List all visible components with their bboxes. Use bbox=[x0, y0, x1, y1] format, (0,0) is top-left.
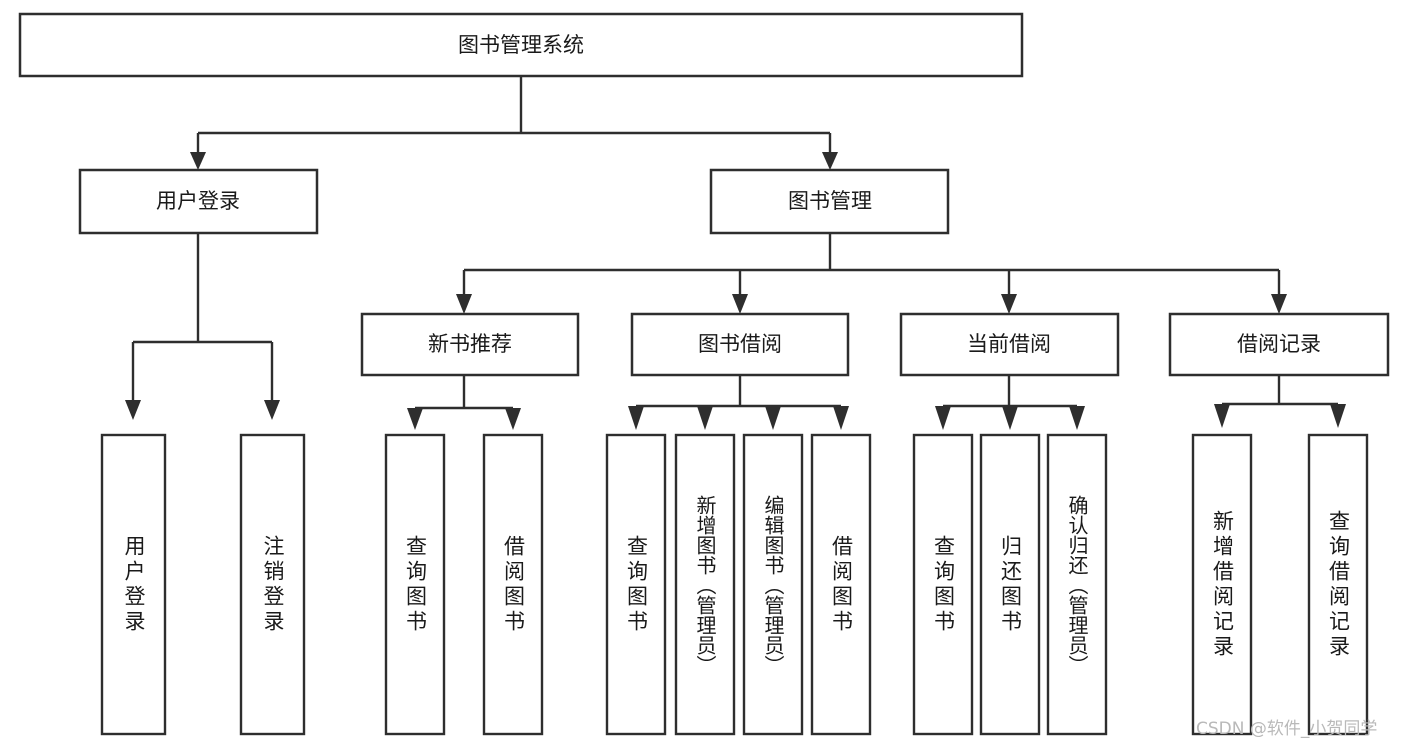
arrow-br-leaf2 bbox=[1330, 404, 1346, 428]
leaf-nb-query-book[interactable] bbox=[384, 433, 446, 736]
arrow-to-current-borrow bbox=[1001, 294, 1017, 314]
leaf-bb-borrow-book[interactable] bbox=[810, 433, 872, 736]
leaf-nb-borrow-book[interactable] bbox=[482, 433, 544, 736]
leaf-bb-add-book-admin[interactable] bbox=[674, 433, 736, 736]
arrow-nb-leaf2 bbox=[505, 408, 521, 430]
arrow-to-book-manage bbox=[822, 152, 838, 170]
node-borrow-record[interactable] bbox=[1168, 312, 1390, 377]
arrow-cb-leaf2 bbox=[1002, 406, 1018, 430]
arrow-br-leaf1 bbox=[1214, 404, 1230, 428]
node-book-manage-label: 图书管理 bbox=[788, 189, 872, 213]
edge-layer bbox=[125, 76, 1346, 430]
arrow-cb-leaf3 bbox=[1069, 406, 1085, 430]
arrow-to-leaf-logout bbox=[264, 400, 280, 420]
leaf-bb-edit-book-admin[interactable] bbox=[742, 433, 804, 736]
leaf-logout[interactable] bbox=[239, 433, 306, 736]
leaf-cb-confirm-return-admin[interactable] bbox=[1046, 433, 1108, 736]
node-layer: 图书管理系统 用户登录 图书管理 新书推荐 图书借阅 当前借阅 借阅记录 bbox=[18, 12, 1390, 736]
node-user-login[interactable] bbox=[78, 168, 319, 235]
arrow-to-leaf-user-login bbox=[125, 400, 141, 420]
arrow-to-new-book bbox=[456, 294, 472, 314]
arrow-to-user-login bbox=[190, 152, 206, 170]
node-book-borrow[interactable] bbox=[630, 312, 850, 377]
arrow-to-book-borrow bbox=[732, 294, 748, 314]
node-new-book-recommend-label: 新书推荐 bbox=[428, 332, 512, 356]
arrow-bb-leaf3 bbox=[765, 406, 781, 430]
arrow-bb-leaf2 bbox=[697, 406, 713, 430]
leaf-cb-query-book[interactable] bbox=[912, 433, 974, 736]
node-new-book-recommend[interactable] bbox=[360, 312, 580, 377]
node-book-borrow-label: 图书借阅 bbox=[698, 332, 782, 356]
node-root[interactable] bbox=[18, 12, 1024, 78]
leaf-bb-query-book[interactable] bbox=[605, 433, 667, 736]
leaf-user-login[interactable] bbox=[100, 433, 167, 736]
arrow-cb-leaf1 bbox=[935, 406, 951, 430]
leaf-br-query-record[interactable] bbox=[1307, 433, 1369, 736]
node-user-login-label: 用户登录 bbox=[156, 189, 240, 213]
leaf-br-add-record[interactable] bbox=[1191, 433, 1253, 736]
arrow-to-borrow-record bbox=[1271, 294, 1287, 314]
node-root-label: 图书管理系统 bbox=[458, 33, 584, 57]
arrow-bb-leaf1 bbox=[628, 406, 644, 430]
csdn-watermark: CSDN @软件_小贺同学 bbox=[1196, 719, 1378, 739]
node-borrow-record-label: 借阅记录 bbox=[1237, 332, 1321, 356]
node-current-borrow[interactable] bbox=[899, 312, 1120, 377]
arrow-nb-leaf1 bbox=[407, 408, 423, 430]
node-book-manage[interactable] bbox=[709, 168, 950, 235]
node-current-borrow-label: 当前借阅 bbox=[967, 332, 1051, 356]
leaf-cb-return-book[interactable] bbox=[979, 433, 1041, 736]
arrow-bb-leaf4 bbox=[833, 406, 849, 430]
